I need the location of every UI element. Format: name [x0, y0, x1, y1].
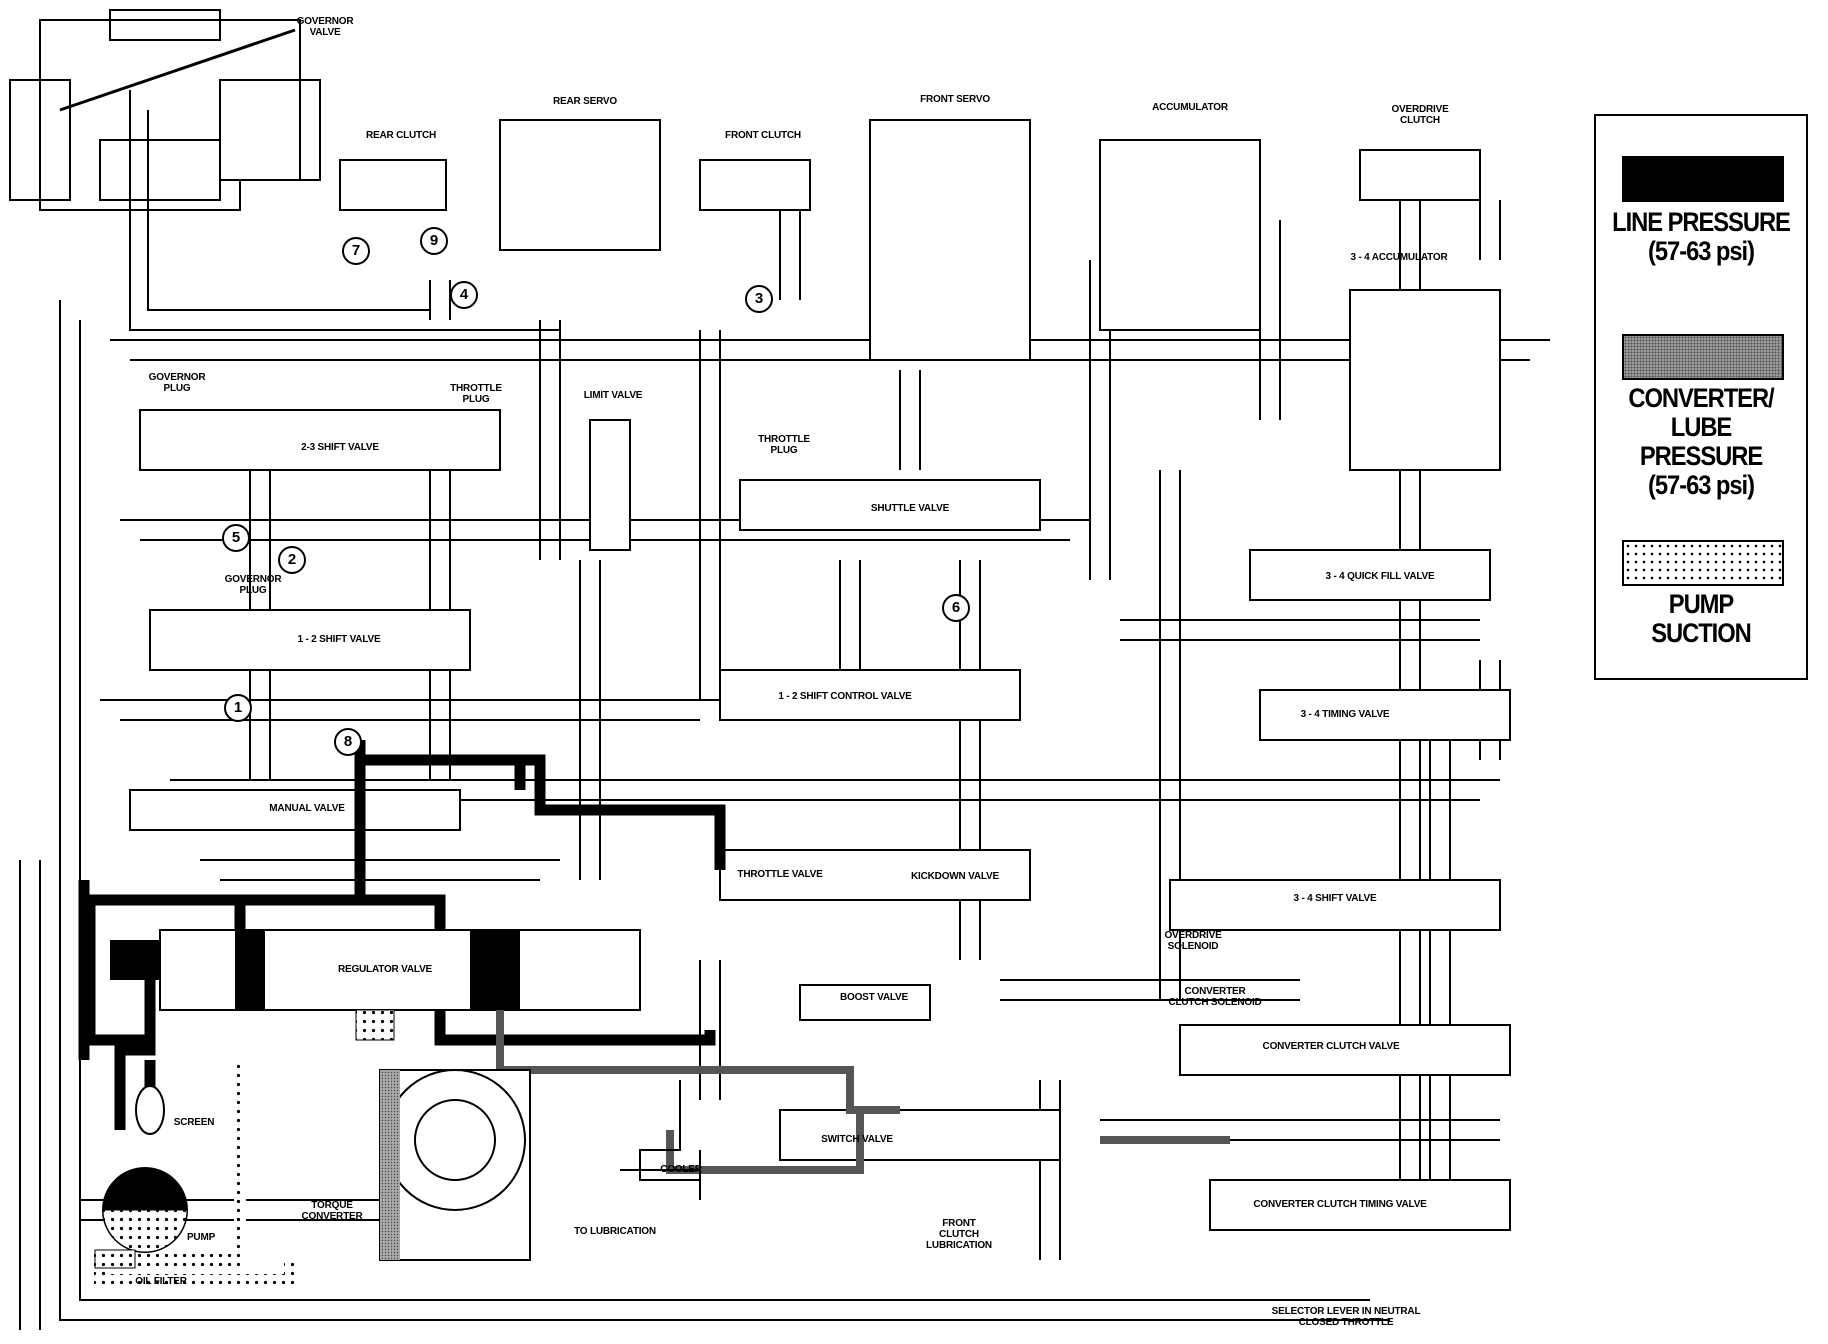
label-rear-clutch: REAR CLUTCH — [365, 130, 437, 141]
legend-converter-lube: CONVERTER/ LUBE PRESSURE (57-63 psi) — [1628, 383, 1774, 500]
label-shuttle-valve: SHUTTLE VALVE — [870, 503, 950, 514]
badge-6: 6 — [942, 594, 970, 622]
label-selector-note: SELECTOR LEVER IN NEUTRAL CLOSED THROTTL… — [1271, 1306, 1421, 1328]
valve-bodies — [129, 409, 1511, 1231]
label-3-4-timing-valve: 3 - 4 TIMING VALVE — [1300, 709, 1390, 720]
legend-pump-suction: PUMP SUCTION — [1651, 589, 1752, 648]
label-front-clutch: FRONT CLUTCH — [725, 130, 801, 141]
legend-swatch-line-pressure — [1622, 156, 1784, 202]
badge-5: 5 — [222, 524, 250, 552]
legend-swatch-converter-lube — [1622, 334, 1784, 380]
torque-converter — [379, 1069, 531, 1261]
label-cooler: COOLER — [660, 1164, 702, 1175]
label-regulator-valve: REGULATOR VALVE — [337, 964, 433, 975]
badge-1: 1 — [224, 694, 252, 722]
label-kickdown-valve: KICKDOWN VALVE — [911, 871, 999, 882]
label-1-2-shift-control-valve: 1 - 2 SHIFT CONTROL VALVE — [778, 691, 912, 702]
screen-filter — [94, 1085, 188, 1269]
label-overdrive-clutch: OVERDRIVE CLUTCH — [1391, 104, 1449, 126]
label-throttle-valve: THROTTLE VALVE — [737, 869, 823, 880]
pump-suction-circuit — [94, 1009, 395, 1286]
line-pressure-fills — [110, 930, 520, 1010]
label-governor-plug-lower: GOVERNOR PLUG — [224, 574, 282, 596]
label-3-4-accumulator: 3 - 4 ACCUMULATOR — [1350, 252, 1448, 263]
label-governor-plug-upper: GOVERNOR PLUG — [148, 372, 206, 394]
label-converter-clutch-solenoid: CONVERTER CLUTCH SOLENOID — [1168, 986, 1262, 1008]
label-converter-clutch-timing-valve: CONVERTER CLUTCH TIMING VALVE — [1253, 1199, 1427, 1210]
label-pump: PUMP — [186, 1232, 216, 1243]
badge-3: 3 — [745, 285, 773, 313]
label-converter-clutch-valve: CONVERTER CLUTCH VALVE — [1262, 1041, 1400, 1052]
label-governor-valve: GOVERNOR VALVE — [296, 16, 354, 38]
label-limit-valve: LIMIT VALVE — [583, 390, 643, 401]
label-front-clutch-lubrication: FRONT CLUTCH LUBRICATION — [926, 1218, 992, 1251]
label-3-4-quick-fill-valve: 3 - 4 QUICK FILL VALVE — [1325, 571, 1435, 582]
label-throttle-plug-mid: THROTTLE PLUG — [758, 434, 810, 456]
label-boost-valve: BOOST VALVE — [840, 992, 908, 1003]
label-throttle-plug-upper: THROTTLE PLUG — [450, 383, 502, 405]
label-rear-servo: REAR SERVO — [553, 96, 617, 107]
label-1-2-shift-valve: 1 - 2 SHIFT VALVE — [297, 634, 381, 645]
label-accumulator: ACCUMULATOR — [1152, 102, 1228, 113]
label-screen: SCREEN — [173, 1117, 215, 1128]
label-2-3-shift-valve: 2-3 SHIFT VALVE — [301, 442, 379, 453]
clutch-servo-blocks — [339, 119, 1501, 471]
badge-9: 9 — [420, 227, 448, 255]
line-pressure-circuit — [78, 740, 726, 1130]
label-3-4-shift-valve: 3 - 4 SHIFT VALVE — [1293, 893, 1377, 904]
legend-swatch-pump-suction — [1622, 540, 1784, 586]
legend-line-pressure: LINE PRESSURE (57-63 psi) — [1612, 207, 1791, 266]
label-to-lubrication: TO LUBRICATION — [574, 1226, 656, 1237]
badge-8: 8 — [334, 728, 362, 756]
label-oil-filter: OIL FILTER — [135, 1276, 187, 1287]
label-front-servo: FRONT SERVO — [920, 94, 990, 105]
label-switch-valve: SWITCH VALVE — [821, 1134, 893, 1145]
governor-assembly — [9, 9, 321, 211]
label-torque-converter: TORQUE CONVERTER — [301, 1200, 363, 1222]
badge-7: 7 — [342, 237, 370, 265]
pressure-legend: LINE PRESSURE (57-63 psi) CONVERTER/ LUB… — [1594, 114, 1808, 680]
cooler-loop — [620, 1080, 701, 1200]
label-manual-valve: MANUAL VALVE — [269, 803, 345, 814]
badge-4: 4 — [450, 281, 478, 309]
badge-2: 2 — [278, 546, 306, 574]
label-overdrive-solenoid: OVERDRIVE SOLENOID — [1164, 930, 1222, 952]
